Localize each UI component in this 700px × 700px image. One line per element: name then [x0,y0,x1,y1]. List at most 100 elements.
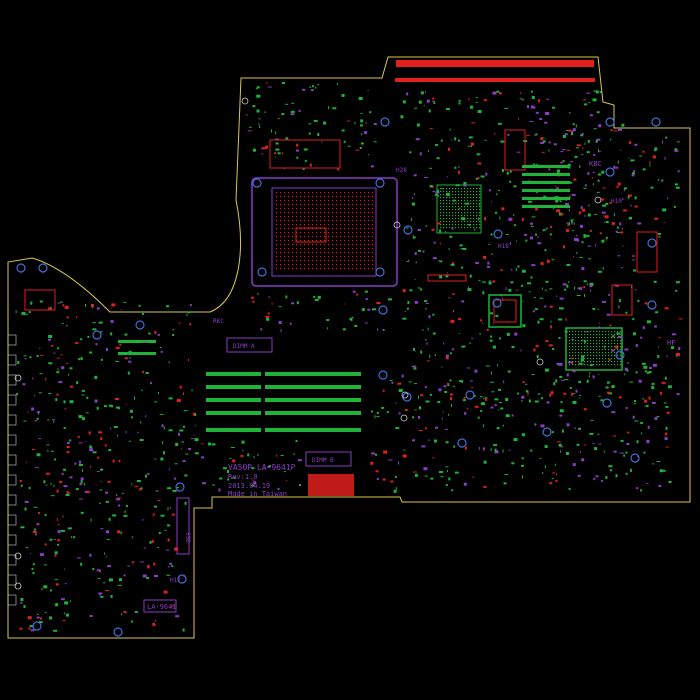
cpu-ball [276,260,278,262]
component-pad [360,142,364,145]
component-pad [567,149,570,151]
cpu-ball [316,240,318,242]
mounting-holes [14,97,661,637]
component-pad [651,386,655,390]
pch-ball [449,197,451,199]
component-pad [665,426,668,430]
component-pad [73,536,76,539]
component-pad [595,475,599,478]
cpu-ball [292,196,294,198]
component-pad [145,415,147,418]
pch-ball [458,215,460,217]
component-pad [579,165,581,168]
component-pad [183,425,185,428]
component-pad [559,414,563,417]
cpu-ball [324,224,326,226]
component-pad [520,400,523,402]
component-pad [625,407,628,409]
component-pad [117,434,119,437]
component-pad [425,427,427,430]
component-pad [490,381,495,383]
cpu-ball [352,244,354,246]
component-pad [63,612,65,615]
component-pad [436,222,441,225]
cpu-ball [368,232,370,234]
component-pad [625,311,628,314]
kbc-pin [575,337,577,339]
pch-ball [467,203,469,205]
cpu-ball [280,200,282,202]
cpu-ball [312,236,314,238]
component-pad [162,441,164,445]
pch-ball [470,197,472,199]
component-pad [564,133,568,136]
component-pad [45,377,47,381]
component-pad [247,130,252,132]
component-pad [634,400,637,402]
pch-ball [479,194,481,196]
component-pad [31,407,35,411]
component-pad [25,313,28,315]
component-pad [219,477,223,480]
kbc-pin [605,364,607,366]
kbc-pin [572,361,574,363]
cpu-ball [332,252,334,254]
cpu-ball [336,260,338,262]
component-pad [599,91,602,94]
component-pad [595,139,598,143]
component-pad [66,362,69,364]
component-pad [586,151,590,154]
component-pad [211,443,216,446]
cpu-ball [340,260,342,262]
cpu-ball [284,240,286,242]
component-pad [564,330,568,333]
component-pad [100,481,102,483]
cpu-ball [336,220,338,222]
component-pad [467,288,472,291]
component-pad [562,283,567,286]
cpu-ball [300,196,302,198]
cpu-ball [280,208,282,210]
kbc-pin [605,337,607,339]
cpu-ball [336,196,338,198]
component-pad [504,474,509,476]
pch-ball [455,206,457,208]
pch-ball [479,191,481,193]
component-pad [677,170,680,173]
model-line-4: Made in Taiwan [228,490,287,498]
component-pad [548,141,551,144]
kbc-pin [584,364,586,366]
component-pad [433,439,437,443]
kbc-pin [587,355,589,357]
cpu-ball [348,248,350,250]
kbc-pin [608,343,610,345]
cpu-ball [340,196,342,198]
cpu-ball [300,232,302,234]
kbc-pin [569,346,571,348]
component-pad [60,301,64,303]
component-pad [569,195,571,199]
cpu-ball [308,228,310,230]
cpu-ball [284,204,286,206]
kbc-pin [575,340,577,342]
cpu-ball [340,268,342,270]
component-pad [154,458,157,460]
component-pad [572,370,576,373]
component-pad [592,183,594,186]
component-pad [420,91,424,95]
component-pad [560,161,563,164]
component-pad [57,543,60,546]
cpu-ball [312,220,314,222]
cpu-ball [324,216,326,218]
kbc-pin [599,349,601,351]
pch-ball [470,215,472,217]
component-pad [118,460,121,463]
component-pad [467,367,471,369]
kbc-pin [575,355,577,357]
cpu-ball [328,240,330,242]
cpu-ball [332,200,334,202]
component-pad [531,96,535,99]
component-pad [21,311,26,315]
